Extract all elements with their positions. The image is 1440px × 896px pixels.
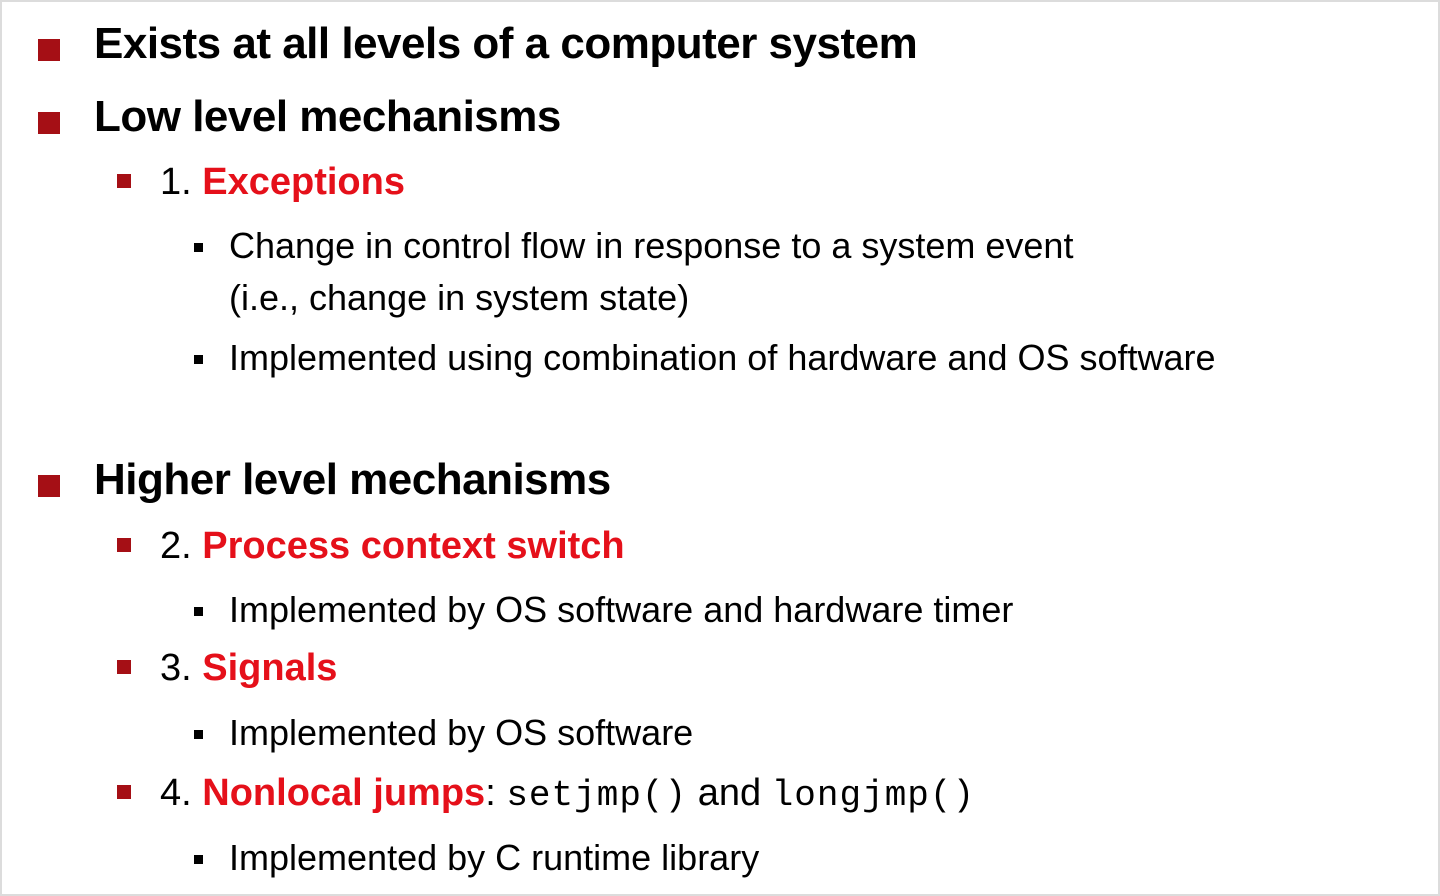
highlight-term: Nonlocal jumps: [202, 772, 486, 814]
bullet-square-icon: [194, 355, 203, 364]
item-number: 4.: [160, 772, 192, 814]
bullet-square-icon: [38, 39, 60, 61]
sub-bullet-nonlocal-jumps: 4. Nonlocal jumps: setjmp() and longjmp(…: [160, 772, 976, 816]
detail-c-runtime-library: Implemented by C runtime library: [229, 837, 760, 878]
and-connector: and: [687, 772, 772, 814]
code-setjmp: setjmp(): [506, 775, 688, 816]
highlight-term: Exceptions: [202, 161, 405, 203]
sub-bullet-signals: 3. Signals: [160, 647, 338, 690]
bullet-square-icon: [38, 112, 60, 134]
sub-bullet-exceptions: 1. Exceptions: [160, 161, 405, 204]
highlight-term: Process context switch: [202, 525, 625, 567]
bullet-square-icon: [117, 174, 131, 188]
code-longjmp: longjmp(): [771, 775, 976, 816]
colon-separator: :: [485, 772, 507, 814]
bullet-low-level-mechanisms: Low level mechanisms: [94, 92, 561, 141]
bullet-higher-level-mechanisms: Higher level mechanisms: [94, 455, 611, 504]
detail-os-software: Implemented by OS software: [229, 712, 694, 753]
detail-change-control-flow: Change in control flow in response to a …: [229, 225, 1074, 266]
detail-change-control-flow-cont: (i.e., change in system state): [229, 277, 690, 318]
bullet-square-icon: [194, 855, 203, 864]
bullet-square-icon: [117, 660, 131, 674]
bullet-square-icon: [38, 475, 60, 497]
sub-bullet-process-context-switch: 2. Process context switch: [160, 525, 625, 568]
highlight-term: Signals: [202, 647, 338, 689]
bullet-square-icon: [117, 785, 131, 799]
detail-os-software-hardware-timer: Implemented by OS software and hardware …: [229, 589, 1014, 630]
bullet-square-icon: [194, 730, 203, 739]
bullet-square-icon: [194, 243, 203, 252]
item-number: 3.: [160, 647, 192, 689]
item-number: 2.: [160, 525, 192, 567]
bullet-exists-all-levels: Exists at all levels of a computer syste…: [94, 19, 918, 68]
detail-implemented-combination: Implemented using combination of hardwar…: [229, 337, 1216, 378]
item-number: 1.: [160, 161, 192, 203]
bullet-square-icon: [117, 538, 131, 552]
bullet-square-icon: [194, 607, 203, 616]
